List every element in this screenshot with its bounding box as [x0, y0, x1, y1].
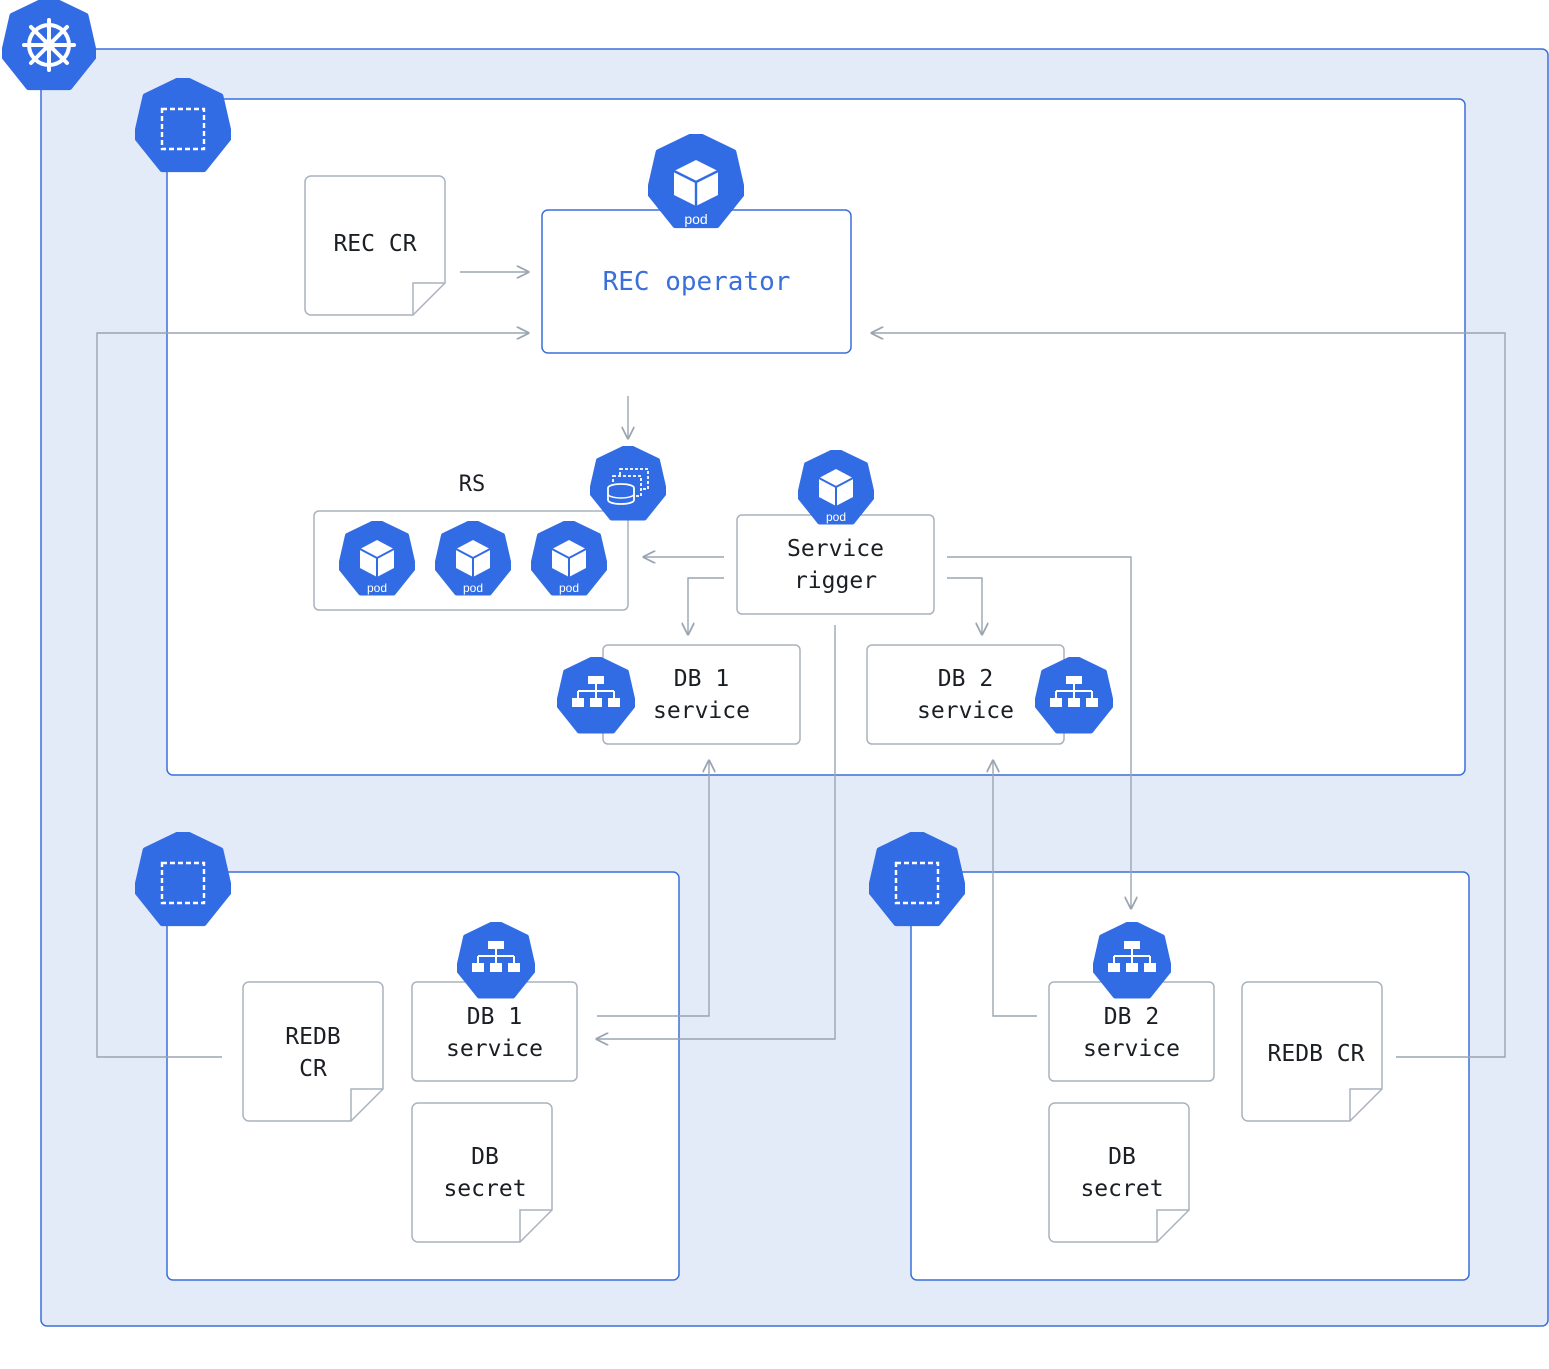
pod-cube-icon: pod	[799, 450, 873, 524]
arrow-rigger-to-ns1-db1-service	[597, 625, 836, 1039]
arrow-rigger-to-db1-service	[688, 577, 724, 634]
svg-text:pod: pod	[826, 510, 846, 524]
arrow-rigger-to-ns2-db2-service	[947, 556, 1131, 908]
pod-cube-icon: pod	[649, 134, 743, 227]
svg-text:pod: pod	[559, 581, 579, 595]
kubernetes-helm-icon	[3, 0, 95, 87]
svg-text:pod: pod	[463, 581, 483, 595]
ns2-db-secret-label: DB secret	[1080, 1144, 1164, 1202]
service-hierarchy-icon	[1094, 922, 1170, 996]
ns1-redb-cr-label: REDB CR	[285, 1024, 341, 1082]
service-hierarchy-icon	[558, 657, 634, 731]
ns1-db-secret-label: DB secret	[443, 1144, 527, 1202]
rec-cr-doc	[304, 175, 446, 316]
rs-label: RS	[458, 472, 486, 497]
svg-text:pod: pod	[367, 581, 387, 595]
arrow-ns2-service-to-db2-service	[993, 761, 1037, 1017]
ns1-db-service-label: DB 1 service	[446, 1004, 543, 1062]
replicaset-icon	[591, 446, 665, 518]
namespace-icon	[136, 832, 230, 923]
pod-cube-icon: pod	[532, 521, 606, 595]
namespace-icon	[136, 78, 230, 169]
db1-service-label: DB 1 service	[653, 666, 750, 724]
service-hierarchy-icon	[1036, 657, 1112, 731]
pod-cube-icon: pod	[436, 521, 510, 595]
namespace-icon	[870, 832, 964, 923]
db2-service-label: DB 2 service	[917, 666, 1014, 724]
rec-operator-label: REC operator	[602, 267, 791, 297]
redb-cr-1-doc	[242, 981, 384, 1122]
arrow-redb-cr-2-to-operator	[872, 333, 1506, 1058]
ns2-db-secret-doc	[1048, 1102, 1190, 1243]
ns2-db-service-label: DB 2 service	[1083, 1004, 1180, 1062]
ns1-db-secret-doc	[411, 1102, 553, 1243]
rec-cr-label: REC CR	[333, 231, 417, 257]
service-rigger-label: Service rigger	[787, 536, 884, 594]
ns2-redb-cr-label: REDB CR	[1267, 1041, 1365, 1067]
arrow-redb-cr-1-to-operator	[96, 333, 528, 1058]
arrow-ns1-service-to-db1-service	[597, 761, 709, 1017]
svg-text:pod: pod	[684, 211, 707, 227]
pod-cube-icon: pod	[340, 521, 414, 595]
service-hierarchy-icon	[458, 922, 534, 996]
arrow-rigger-to-db2-service	[947, 577, 982, 634]
ns2-redb-cr-doc	[1241, 981, 1383, 1122]
